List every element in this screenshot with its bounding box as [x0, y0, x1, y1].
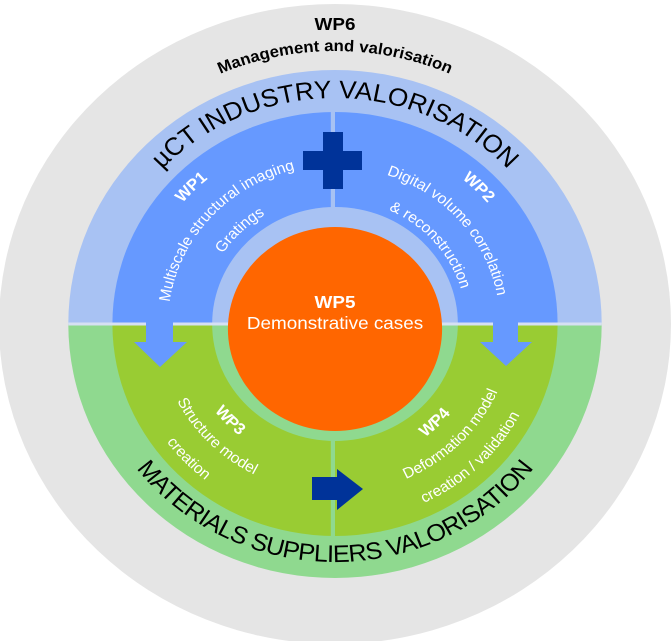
plus-icon-horizontal-bar: [303, 151, 362, 170]
wp5-id: WP5: [315, 291, 356, 311]
wp5-center-circle: [227, 227, 443, 431]
arrow-down-icon: [480, 318, 532, 366]
diagram-rings: WP6 Management and valorisation µCT INDU…: [0, 4, 671, 641]
wp6-id: WP6: [315, 13, 356, 33]
wp5-label: Demonstrative cases: [247, 312, 423, 332]
arrow-right-icon: [312, 469, 363, 510]
arrow-down-icon: [134, 318, 187, 367]
plus-icon: [303, 132, 362, 189]
